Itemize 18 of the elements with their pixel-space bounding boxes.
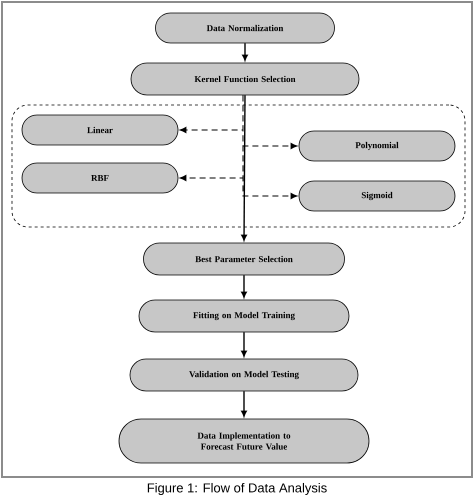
arrow (242, 94, 298, 200)
arrow (241, 275, 247, 298)
arrow (242, 43, 248, 61)
process-box: Polynomial (298, 130, 456, 162)
process-box: Best Parameter Selection (143, 242, 345, 276)
arrow (241, 391, 247, 417)
process-box: Data Normalization (155, 12, 335, 44)
caption: Figure 1: Flow of Data Analysis (148, 482, 327, 496)
process-box: Fitting on Model Training (138, 300, 350, 332)
arrow (241, 332, 247, 357)
process-box: Data Implementation to Forecast Future Value (118, 418, 370, 464)
arrow (241, 95, 247, 241)
process-box: Linear (22, 114, 178, 146)
process-box: Validation on Model Testing (130, 358, 358, 392)
process-box: Kernel Function Selection (130, 62, 360, 96)
dashed-group-box (12, 104, 466, 228)
process-box: Sigmoid (298, 180, 456, 212)
process-box: RBF (22, 162, 178, 194)
